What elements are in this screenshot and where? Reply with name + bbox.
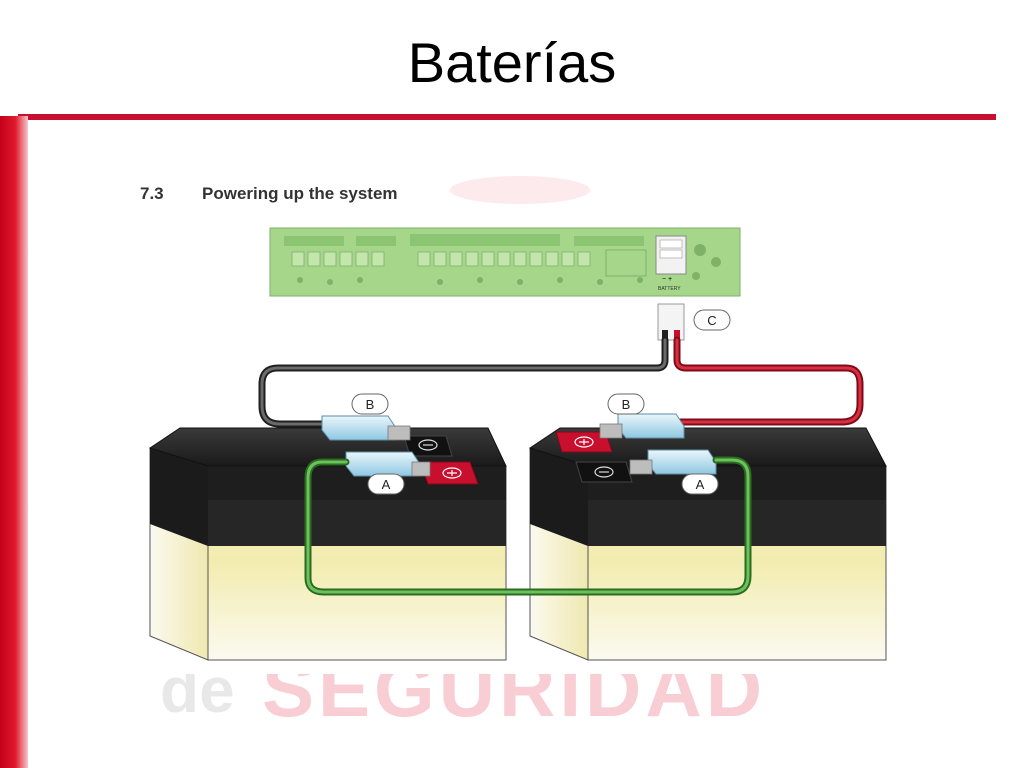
battery-right	[528, 413, 887, 661]
section-title: Powering up the system	[202, 184, 398, 203]
callout-c-text: C	[707, 313, 716, 328]
connector-a-left	[345, 451, 421, 477]
section-number: 7.3	[140, 184, 164, 203]
watermark-arc	[450, 176, 590, 204]
callout-a-left: A	[367, 473, 405, 495]
callout-c: C	[693, 309, 731, 331]
control-panel-pcb: − + BATTERY	[269, 227, 741, 297]
callout-a-right-text: A	[696, 477, 705, 492]
callout-a-left-text: A	[382, 477, 391, 492]
watermark: de SEGURIDAD	[160, 176, 762, 733]
callout-a-right: A	[681, 473, 719, 495]
connector-b-right	[617, 413, 685, 439]
connector-a-right	[647, 449, 717, 475]
left-battery-negative-terminal	[403, 435, 453, 457]
slide-title: Baterías	[407, 31, 617, 94]
title-divider	[18, 114, 996, 120]
left-accent-bar	[0, 116, 28, 768]
callout-b-left-text: B	[366, 397, 375, 412]
callout-b-left: B	[351, 393, 389, 415]
pcb-battery-label: BATTERY	[658, 286, 681, 292]
callout-b-right-text: B	[622, 397, 631, 412]
callout-b-right: B	[607, 393, 645, 415]
connector-b-left	[321, 415, 397, 441]
battery-left	[148, 415, 507, 661]
battery-plug-c	[657, 303, 685, 341]
section-heading: 7.3 Powering up the system	[140, 184, 398, 204]
pcb-polarity-marks: − +	[662, 276, 672, 283]
